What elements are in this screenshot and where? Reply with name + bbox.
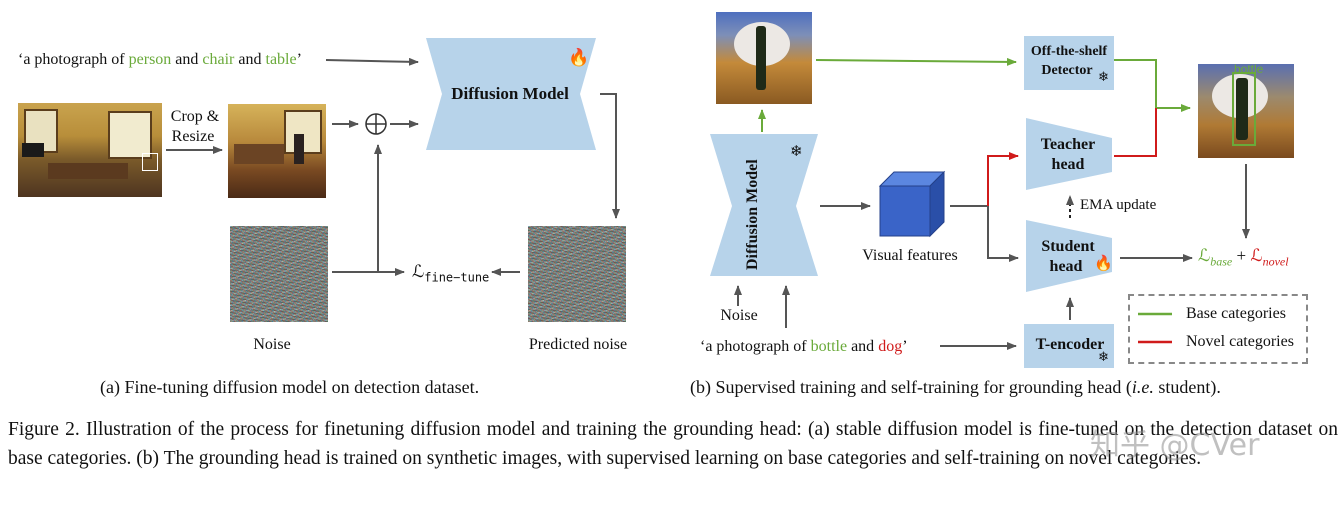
prompt-b-dog: dog (878, 338, 903, 355)
noise-image-a (230, 226, 328, 322)
predicted-noise-image (528, 226, 626, 322)
noise-label-a: Noise (253, 336, 291, 353)
student-label-2: head (1049, 258, 1083, 275)
legend-box (1128, 294, 1308, 364)
detector-box (1024, 36, 1114, 90)
prompt-b: ‘a photograph of bottle and dog’ (700, 338, 908, 355)
noise-label-b: Noise (720, 307, 758, 324)
teacher-head-shape (1026, 118, 1112, 190)
combined-loss: ℒbase + ℒnovel (1198, 246, 1289, 269)
crop-label-2: Resize (171, 128, 215, 145)
crop-label-1: Crop & (170, 108, 220, 125)
arrow-teacher-to-output (1114, 108, 1157, 157)
figure-caption: Figure 2. Illustration of the process fo… (8, 419, 1338, 469)
prompt-a-chair: chair (202, 51, 235, 68)
arrow-noise-to-oplus (332, 144, 382, 273)
diffusion-model-b-shape (710, 134, 818, 276)
loss-finetune: ℒfine−tune (412, 262, 490, 285)
legend-base-label: Base categories (1186, 305, 1286, 322)
caption-a: (a) Fine-tuning diffusion model on detec… (100, 377, 480, 397)
fire-icon: 🔥 (1094, 256, 1113, 272)
teacher-label-2: head (1051, 156, 1085, 173)
diffusion-model-b-label: Diffusion Model (744, 159, 761, 270)
snowflake-icon: ❄ (1098, 69, 1109, 84)
arrow-features-to-teacher (987, 152, 1019, 206)
detector-label-1: Off-the-shelf (1030, 44, 1108, 59)
snowflake-icon: ❄ (790, 144, 803, 160)
arrow-detector-to-output (1114, 59, 1191, 112)
prompt-a: ‘a photograph of person and chair and ta… (18, 51, 302, 68)
snowflake-icon: ❄ (1098, 349, 1109, 364)
detector-label-2: Detector (1041, 63, 1093, 78)
arrow-image-to-detector (815, 57, 1017, 66)
detected-bottle-label: bottle (1234, 64, 1264, 76)
visual-features-cube (878, 170, 946, 238)
prompt-a-table: table (265, 51, 297, 68)
visual-features-label: Visual features (862, 247, 958, 264)
student-head-shape (1026, 220, 1112, 292)
teacher-label-1: Teacher (1040, 136, 1096, 153)
input-photo-room (18, 103, 162, 197)
prompt-b-bottle: bottle (810, 338, 848, 355)
t-encoder-label: T-encoder (1035, 336, 1105, 353)
prompt-a-person: person (128, 51, 172, 68)
arrow-diffusion-to-prediction (600, 93, 620, 219)
predicted-noise-label: Predicted noise (528, 336, 628, 353)
cropped-photo (228, 104, 326, 198)
legend-novel-label: Novel categories (1186, 333, 1294, 350)
diffusion-model-a-shape (426, 38, 596, 150)
t-encoder-box (1024, 324, 1114, 368)
fire-icon: 🔥 (568, 48, 590, 67)
diffusion-model-a-label: Diffusion Model (451, 84, 569, 103)
detection-output-image: bottle (1198, 64, 1294, 158)
ema-update-label: EMA update (1080, 197, 1157, 213)
generated-image-dog-bottle (716, 12, 812, 104)
watermark: 知乎 @CVer (1090, 428, 1260, 463)
arrow-prompt-to-diffusion (325, 57, 419, 66)
caption-b: (b) Supervised training and self-trainin… (690, 377, 1221, 397)
arrow-features-to-student (987, 206, 1019, 262)
student-label-1: Student (1041, 238, 1095, 255)
